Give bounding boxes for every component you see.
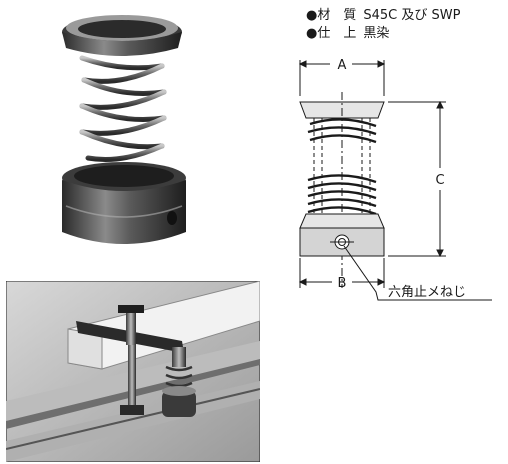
spec-material-value: S45C 及び SWP: [363, 8, 461, 23]
hex-set-screw-label: 六角止メねじ: [388, 285, 466, 300]
spec-material-key: 材 質: [317, 8, 357, 23]
spec-material: ●材 質 S45C 及び SWP: [306, 8, 460, 24]
spec-finish-value: 黒染: [363, 26, 390, 41]
spec-bullet: ●: [306, 26, 318, 41]
dimension-c-label: C: [435, 173, 444, 188]
spec-finish-key: 仕 上: [317, 26, 357, 41]
application-photo: [6, 281, 260, 462]
spec-bullet: ●: [306, 8, 318, 23]
technical-drawing: A B C 六角止メねじ: [298, 58, 492, 301]
spec-finish: ●仕 上黒染: [306, 26, 389, 42]
spring-jack-photo: [62, 15, 186, 244]
dimension-a-label: A: [338, 58, 347, 73]
dimension-b-label: B: [338, 276, 347, 291]
